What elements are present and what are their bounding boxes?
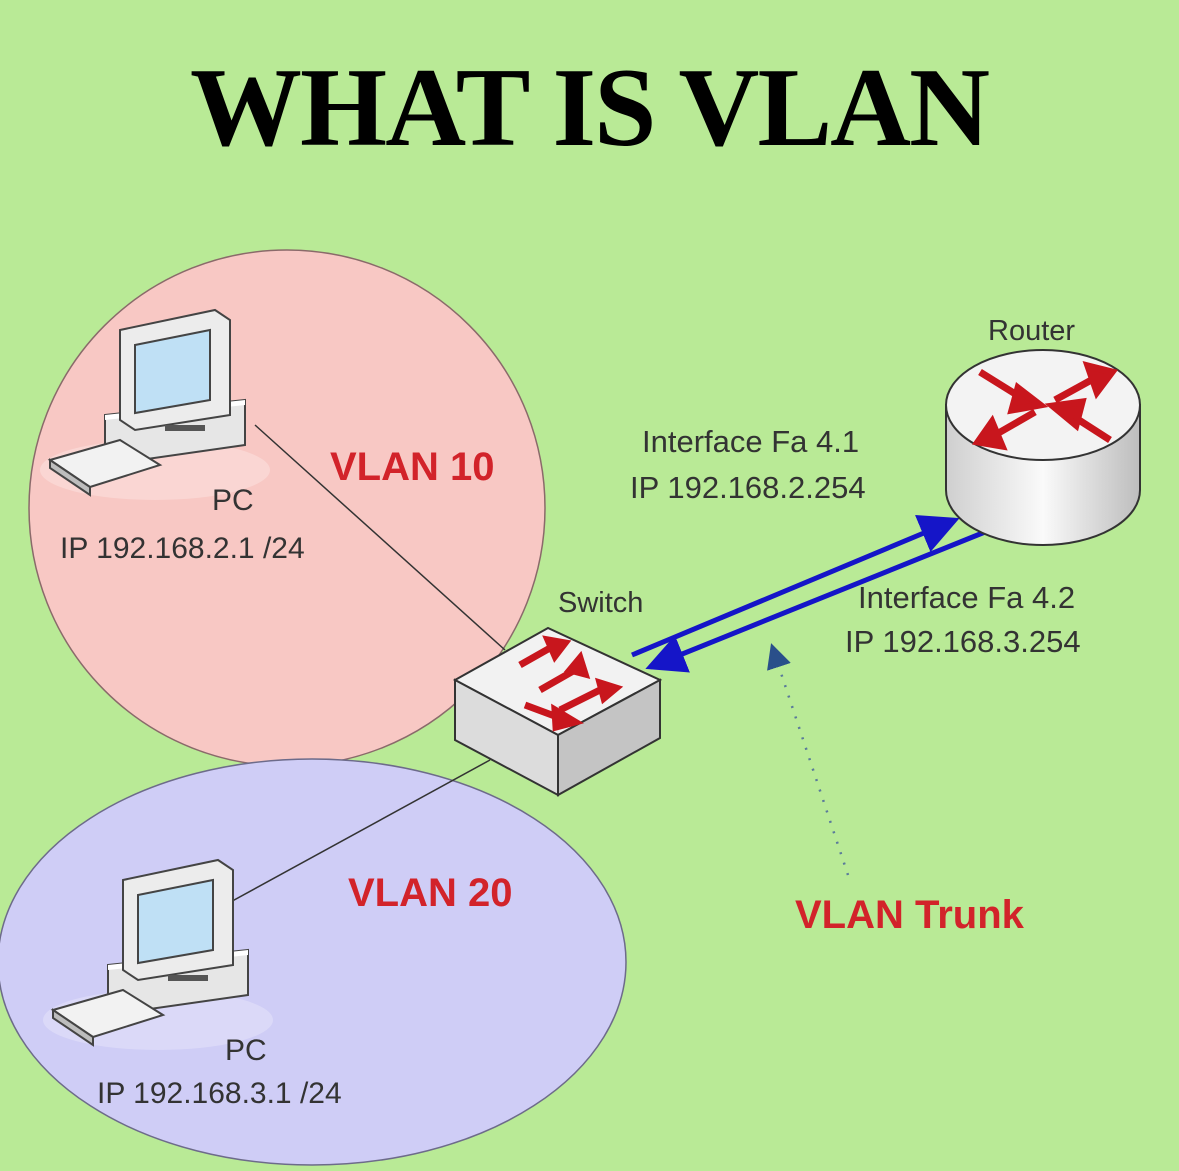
pc2-ip: IP 192.168.3.1 /24 [97, 1077, 342, 1110]
interface2-name: Interface Fa 4.2 [858, 580, 1075, 615]
trunk-pointer-arrow [767, 643, 850, 876]
interface1-ip: IP 192.168.2.254 [630, 470, 866, 505]
router-label: Router [988, 315, 1075, 347]
vlan20-area [0, 758, 627, 1166]
trunk-link-to-router [631, 515, 960, 658]
vlan-trunk-label: VLAN Trunk [795, 893, 1025, 937]
vlan10-label: VLAN 10 [330, 445, 495, 489]
pc2-switch-link [224, 759, 491, 906]
page-title: WHAT IS VLAN [190, 46, 990, 170]
trunk-link-to-switch [645, 529, 986, 673]
switch-label: Switch [558, 587, 643, 619]
pc1-label: PC [212, 484, 254, 517]
switch-icon [452, 626, 663, 797]
interface2-ip: IP 192.168.3.254 [845, 624, 1081, 659]
interface1-name: Interface Fa 4.1 [642, 424, 859, 459]
vlan20-label: VLAN 20 [348, 871, 513, 915]
pc1-switch-link [254, 424, 506, 651]
router-icon [945, 349, 1141, 546]
pc1-ip: IP 192.168.2.1 /24 [60, 532, 305, 565]
pc2-label: PC [225, 1034, 267, 1067]
